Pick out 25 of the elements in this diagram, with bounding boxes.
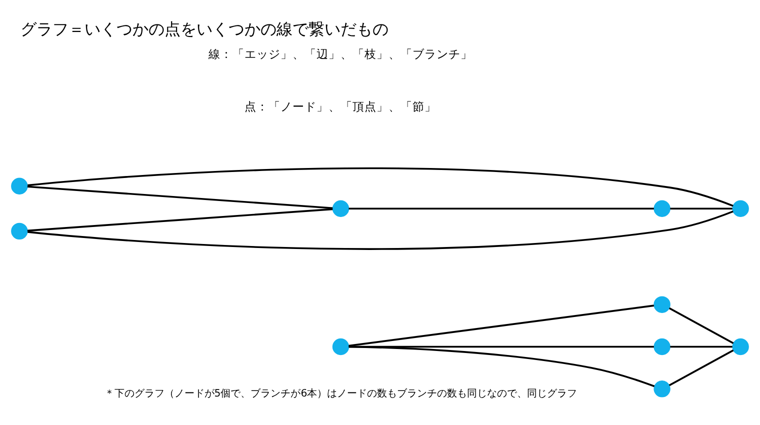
- label: 線：「エッジ」、「辺」、「枝」、「ブランチ」: [208, 46, 473, 61]
- diagram-title: グラフ＝いくつかの点をいくつかの線で繋いだもの: [20, 19, 388, 38]
- label: 点：「ノード」、「頂点」、「節」: [244, 98, 437, 113]
- label: ＊下のグラフ（ノードが5個で、ブランチが6本）はノードの数もブランチの数も同じなので、同じグラフ: [104, 388, 578, 400]
- node-circle: [332, 338, 350, 355]
- connector: [348, 345, 655, 387]
- connector: [670, 207, 732, 210]
- connector: [28, 167, 734, 206]
- connector: [348, 304, 654, 346]
- connector: [668, 306, 734, 344]
- node-circle: [654, 200, 670, 216]
- node-circle: [732, 200, 749, 216]
- connector: [27, 208, 333, 232]
- node-circle: [654, 380, 670, 397]
- node-circle: [654, 296, 670, 312]
- connector: [27, 185, 333, 209]
- connector: [348, 207, 654, 210]
- node-circle: [11, 222, 28, 240]
- node-circle: [332, 200, 350, 216]
- connector: [668, 349, 734, 386]
- node-circle: [11, 177, 28, 194]
- connector: [28, 210, 734, 250]
- node-circle: [732, 338, 749, 355]
- node-circle: [654, 338, 670, 355]
- connector: [670, 345, 732, 348]
